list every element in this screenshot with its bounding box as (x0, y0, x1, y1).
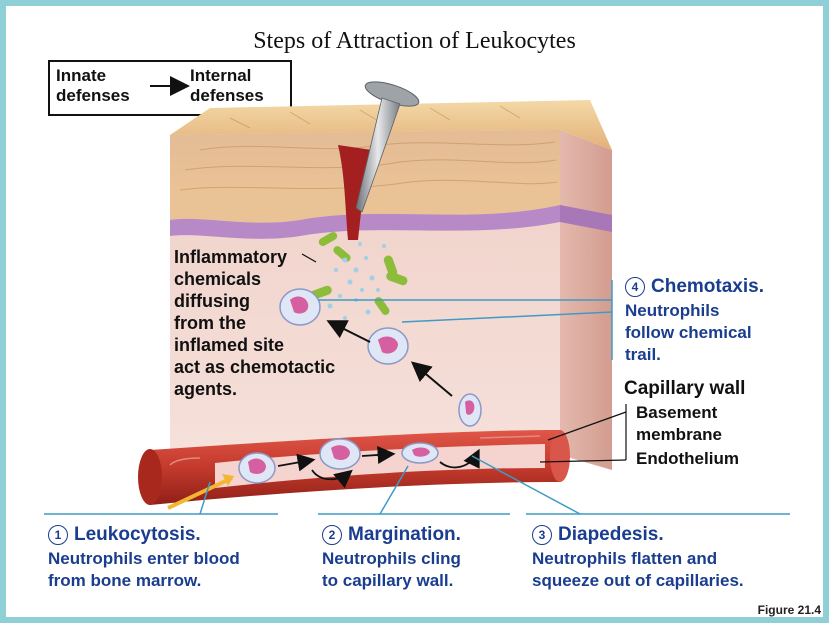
step-1-title: Leukocytosis. (74, 524, 201, 546)
endothelium-label: Endothelium (636, 448, 739, 470)
inflammatory-chemicals-label: Inflammatory chemicals diffusing from th… (174, 246, 335, 400)
step-1-heading: 1 Leukocytosis. (48, 524, 201, 546)
step-2-description: Neutrophils cling to capillary wall. (322, 548, 461, 592)
step-3-description: Neutrophils flatten and squeeze out of c… (532, 548, 744, 592)
figure-label: Figure 21.4 (758, 603, 821, 617)
neutrophil-tissue-2 (368, 328, 408, 364)
step-2-heading: 2 Margination. (322, 524, 461, 546)
step-4-description: Neutrophils follow chemical trail. (625, 300, 752, 366)
step-4-number: 4 (625, 277, 645, 297)
neutrophil-vessel-1 (239, 453, 275, 483)
step-1-description: Neutrophils enter blood from bone marrow… (48, 548, 240, 592)
capillary-wall-label: Capillary wall (624, 378, 745, 400)
neutrophil-vessel-3 (402, 443, 438, 463)
step-2-title: Margination. (348, 524, 461, 546)
step-3-title: Diapedesis. (558, 524, 664, 546)
step-2-number: 2 (322, 525, 342, 545)
step-4-heading: 4 Chemotaxis. (625, 276, 764, 298)
basement-membrane-label: Basement membrane (636, 402, 722, 446)
step-1-number: 1 (48, 525, 68, 545)
step-3-number: 3 (532, 525, 552, 545)
neutrophil-vessel-2 (320, 439, 360, 469)
neutrophil-tissue-3 (459, 394, 481, 426)
step-4-title: Chemotaxis. (651, 276, 764, 298)
step-3-heading: 3 Diapedesis. (532, 524, 664, 546)
